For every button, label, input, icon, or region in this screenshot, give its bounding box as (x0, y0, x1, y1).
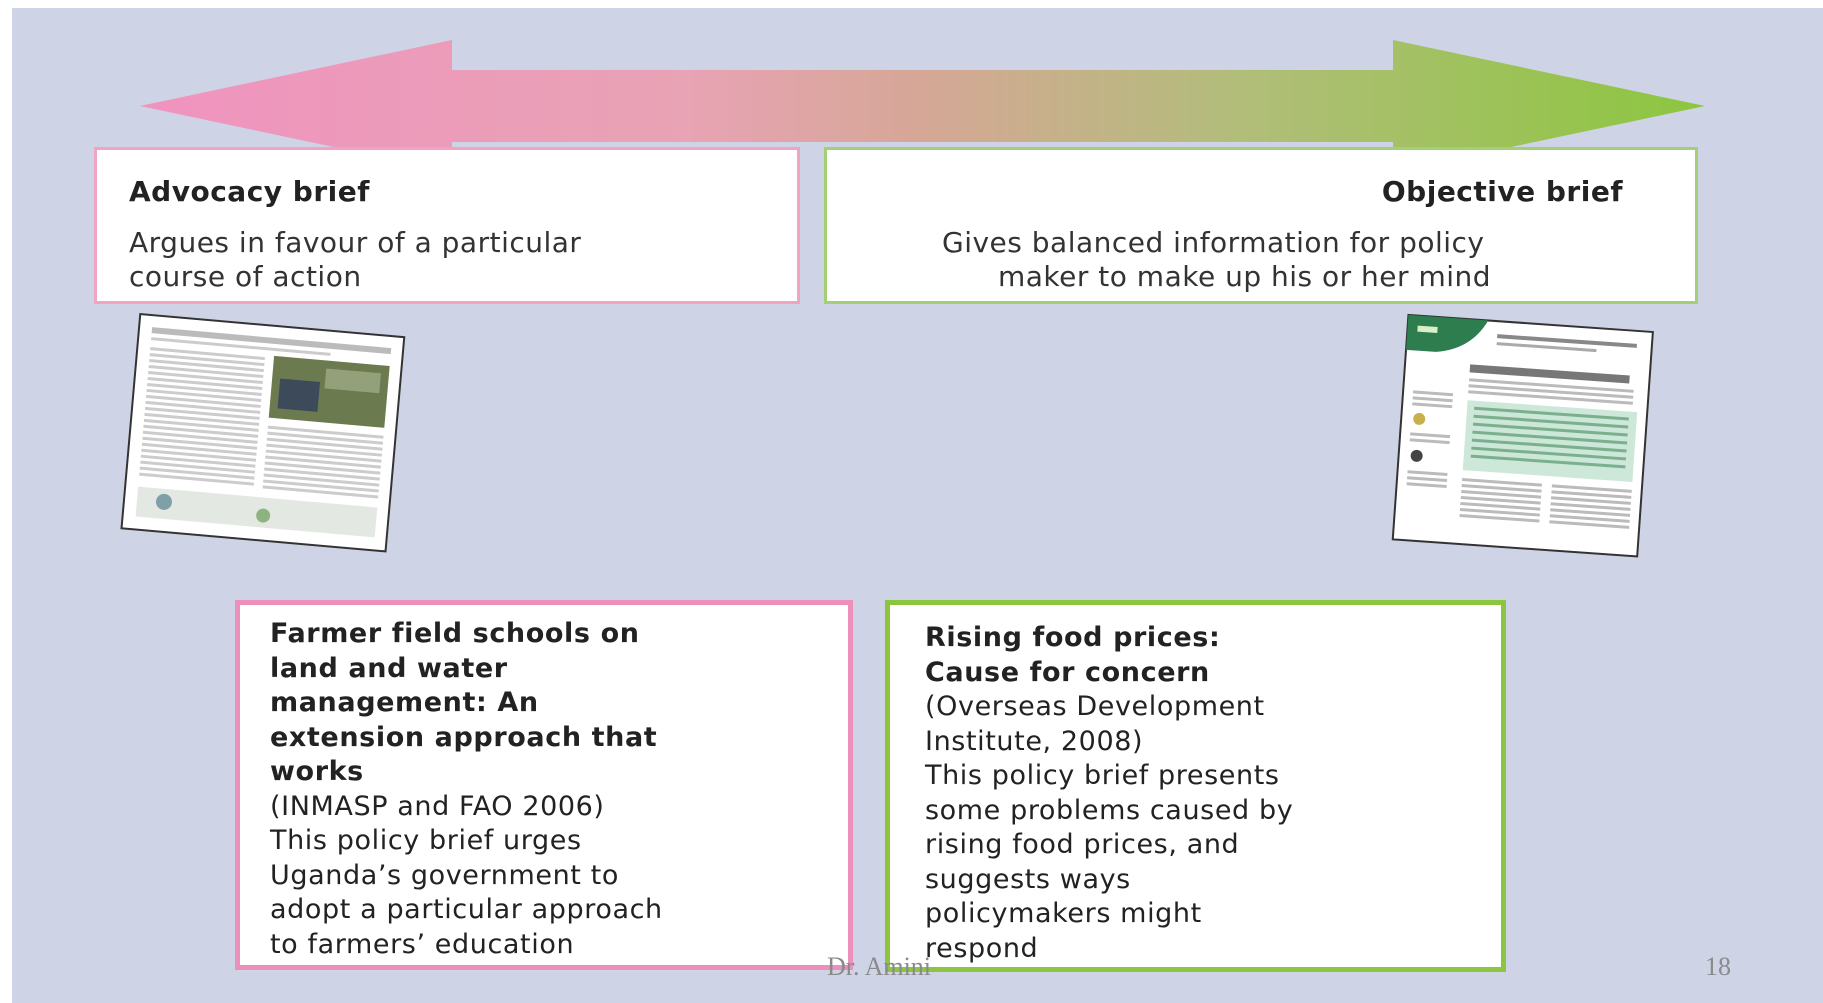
advocacy-example-title-5: works (270, 756, 364, 787)
advocacy-example-title-4: extension approach that (270, 721, 658, 753)
objective-example-body-5: rising food prices, and (925, 829, 1240, 860)
spectrum-double-arrow (140, 40, 1705, 172)
objective-example-body-1: (Overseas Development (925, 691, 1265, 722)
advocacy-brief-desc-1: Argues in favour of a particular (129, 226, 582, 259)
objective-example-body-8: respond (925, 932, 1039, 964)
objective-example-body-4: some problems caused by (925, 794, 1294, 826)
objective-example-text: Rising food prices: Cause for concern (O… (925, 621, 1293, 966)
advocacy-example-title-2: land and water (270, 652, 508, 684)
objective-example-body-6: suggests ways (925, 863, 1131, 895)
objective-example-body-3: This policy brief presents (925, 760, 1280, 791)
objective-example-body-7: policymakers might (925, 898, 1202, 929)
advocacy-brief-thumbnail (120, 313, 406, 553)
objective-example-title-2: Cause for concern (925, 656, 1210, 688)
advocacy-example-title-3: management: An (270, 687, 539, 718)
advocacy-brief-title: Advocacy brief (129, 175, 370, 208)
objective-brief-title: Objective brief (1381, 175, 1623, 208)
objective-brief-desc-2: maker to make up his or her mind (998, 260, 1492, 293)
advocacy-example-body-2: This policy brief urges (270, 825, 582, 856)
advocacy-example-title-1: Farmer field schools on (270, 618, 640, 649)
advocacy-example-body-3: Uganda’s government to (270, 859, 619, 891)
advocacy-example-body-1: (INMASP and FAO 2006) (270, 790, 605, 822)
footer-author: Dr. Amini (827, 952, 932, 981)
advocacy-example-body-5: to farmers’ education (270, 928, 575, 960)
advocacy-example-text: Farmer field schools on land and water m… (270, 617, 663, 962)
objective-example-body-2: Institute, 2008) (925, 725, 1144, 757)
objective-example-box: Rising food prices: Cause for concern (O… (885, 600, 1506, 972)
page-number: 18 (1705, 952, 1731, 981)
objective-brief-thumbnail (1391, 313, 1654, 558)
advocacy-example-body-4: adopt a particular approach (270, 894, 663, 925)
objective-brief-desc-1: Gives balanced information for policy (942, 226, 1485, 259)
advocacy-brief-desc-2: course of action (129, 260, 362, 293)
advocacy-example-box: Farmer field schools on land and water m… (235, 600, 853, 970)
advocacy-brief-box: Advocacy brief Argues in favour of a par… (94, 147, 800, 304)
objective-brief-box: Objective brief Gives balanced informati… (824, 147, 1698, 304)
objective-example-title-1: Rising food prices: (925, 622, 1221, 653)
